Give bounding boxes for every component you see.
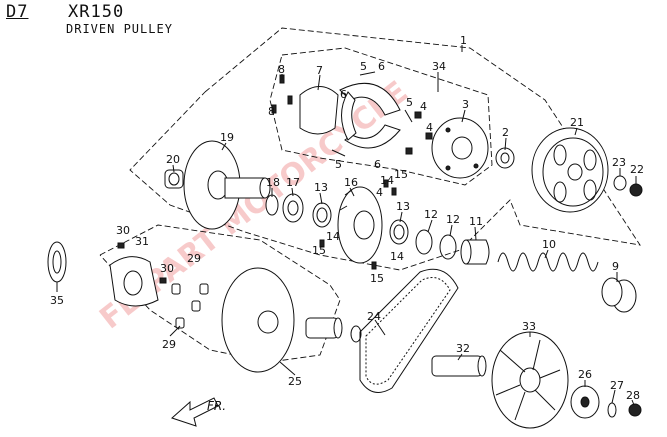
callout: 30 <box>116 224 130 237</box>
callout: 24 <box>367 310 381 323</box>
part-23-washer <box>613 175 627 191</box>
callout: 29 <box>187 252 201 265</box>
callout: 14 <box>380 174 394 187</box>
part-4-nuts <box>405 111 433 155</box>
part-10-spring <box>497 252 599 272</box>
callout: 8 <box>268 105 275 118</box>
part-16-movable-driven-face <box>337 186 383 264</box>
front-direction-arrow: FR. <box>171 397 226 427</box>
part-7-plate <box>299 86 339 135</box>
part-8-screws <box>271 74 293 114</box>
callout: 19 <box>220 131 234 144</box>
callout: 17 <box>286 176 300 189</box>
callout: 29 <box>162 338 176 351</box>
callout: 32 <box>456 342 470 355</box>
callout: 3 <box>462 98 469 111</box>
assembly-34-boundary <box>269 47 493 186</box>
callout: 12 <box>424 208 438 221</box>
callout: 25 <box>288 375 302 388</box>
callout: 21 <box>570 116 584 129</box>
part-3-hub-plate <box>431 117 489 179</box>
part-12-o-rings <box>415 229 457 260</box>
callout: 5 <box>360 60 367 73</box>
part-25-drive-face <box>221 267 295 373</box>
part-21-clutch-outer <box>531 127 609 213</box>
part-9-spring-seat <box>601 277 637 313</box>
callout: 33 <box>522 320 536 333</box>
part-29-rollers <box>171 283 209 329</box>
callout: 14 <box>390 250 404 263</box>
part-20-bearing <box>164 169 184 189</box>
callout: 10 <box>542 238 556 251</box>
part-31-drive-plate <box>109 256 159 307</box>
part-14-15-pins <box>319 179 397 270</box>
part-19-fixed-driven-face <box>183 140 271 230</box>
callout: 13 <box>396 200 410 213</box>
part-28-nut <box>628 403 642 417</box>
part-22-nut <box>629 183 643 197</box>
callout: 14 <box>326 230 340 243</box>
diagram-code: D7 <box>6 2 29 22</box>
callout: 15 <box>394 168 408 181</box>
callout: 11 <box>469 215 483 228</box>
callout: 27 <box>610 379 624 392</box>
part-27-washer <box>607 402 617 418</box>
callout: 16 <box>344 176 358 189</box>
callout: 20 <box>166 153 180 166</box>
callout: 6 <box>374 158 381 171</box>
callout: 1 <box>460 34 467 47</box>
callout: 6 <box>340 88 347 101</box>
callout: 13 <box>314 181 328 194</box>
leader-lines <box>56 45 637 406</box>
drive-collar <box>305 317 362 343</box>
assembly-1-boundary <box>129 27 641 271</box>
callout: 4 <box>426 121 433 134</box>
callout: 6 <box>378 60 385 73</box>
callout: 4 <box>376 186 383 199</box>
part-35-gasket <box>47 241 67 283</box>
part-30-bolts <box>117 242 167 284</box>
part-33-fan <box>491 331 569 429</box>
callout: 22 <box>630 163 644 176</box>
model-name: XR150 <box>68 2 125 22</box>
callout: 31 <box>135 235 149 248</box>
callout: 4 <box>420 100 427 113</box>
callout: 28 <box>626 389 640 402</box>
callout: 15 <box>370 272 384 285</box>
callout: 2 <box>502 126 509 139</box>
callout-labels: 1 34 8 7 5 6 6 8 4 5 3 4 6 5 2 21 19 20 … <box>50 34 644 402</box>
callout: 5 <box>335 158 342 171</box>
part-11-collar <box>460 239 490 265</box>
part-5-springs <box>331 71 413 157</box>
callout: 9 <box>612 260 619 273</box>
part-24-drive-belt <box>359 268 459 393</box>
callout: 15 <box>312 244 326 257</box>
direction-label: FR. <box>207 399 226 413</box>
callout: 7 <box>316 64 323 77</box>
callout: 35 <box>50 294 64 307</box>
part-6-clutch-shoes <box>339 82 401 149</box>
part-32-sleeve <box>431 355 487 377</box>
part-18-ring <box>265 194 279 216</box>
part-17-bearing <box>282 193 304 223</box>
callout: 18 <box>266 176 280 189</box>
callout: 26 <box>578 368 592 381</box>
callout: 8 <box>278 63 285 76</box>
callout: 30 <box>160 262 174 275</box>
diagram-subtitle: DRIVEN PULLEY <box>66 22 173 36</box>
callout: 23 <box>612 156 626 169</box>
callout: 5 <box>406 96 413 109</box>
callout: 12 <box>446 213 460 226</box>
part-26-ratchet <box>570 385 600 419</box>
callout: 34 <box>432 60 446 73</box>
part-2-washer <box>495 147 515 169</box>
